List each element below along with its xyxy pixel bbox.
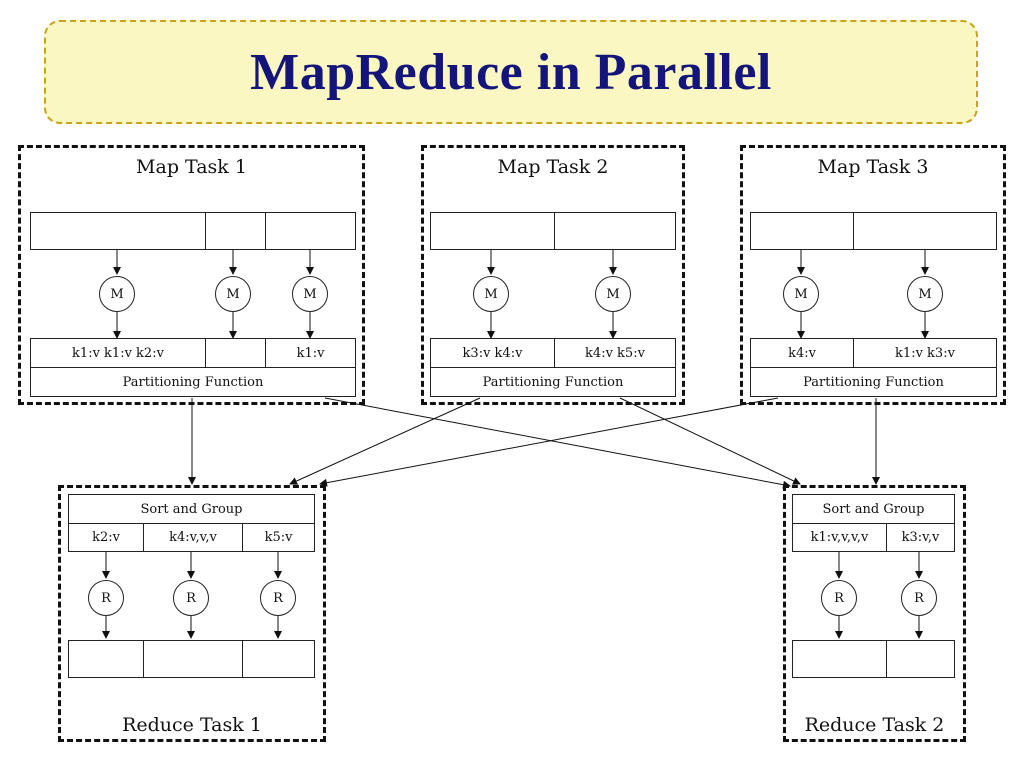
map-task-1: Map Task 1	[18, 145, 365, 405]
map2-output-2: k4:v k5:v	[554, 338, 676, 368]
mapper-node: M	[292, 276, 328, 312]
reduce1-output-2	[143, 640, 243, 678]
mapper-node: M	[783, 276, 819, 312]
map-task-title: Map Task 1	[136, 156, 247, 178]
title-banner: MapReduce in Parallel	[44, 20, 978, 124]
mapper-node: M	[99, 276, 135, 312]
reduce1-output-1	[68, 640, 144, 678]
reduce-task-title: Reduce Task 2	[804, 714, 945, 736]
reducer-node: R	[260, 580, 296, 616]
page-title: MapReduce in Parallel	[250, 43, 772, 101]
map1-input-split-2	[205, 212, 266, 250]
reduce1-group-3: k5:v	[242, 523, 315, 552]
reduce2-output-2	[886, 640, 955, 678]
reduce2-group-1: k1:v,v,v,v	[792, 523, 887, 552]
reduce-task-1: Reduce Task 1	[58, 485, 326, 742]
map-task-title: Map Task 3	[817, 156, 929, 178]
reducer-node: R	[821, 580, 857, 616]
mapper-node: M	[215, 276, 251, 312]
reducer-node: R	[88, 580, 124, 616]
map1-partitioning-function: Partitioning Function	[30, 367, 356, 397]
reduce2-group-2: k3:v,v	[886, 523, 955, 552]
map3-output-2: k1:v k3:v	[853, 338, 997, 368]
reduce-task-title: Reduce Task 1	[122, 714, 262, 736]
map-task-2: Map Task 2	[421, 145, 685, 405]
map-task-3: Map Task 3	[740, 145, 1006, 405]
shuffle-map2-to-reduce1	[289, 397, 481, 485]
reduce1-group-1: k2:v	[68, 523, 144, 552]
mapper-node: M	[473, 276, 509, 312]
map3-partitioning-function: Partitioning Function	[750, 367, 997, 397]
map1-output-2	[205, 338, 266, 368]
map3-input-split-2	[853, 212, 997, 250]
map2-input-split-1	[430, 212, 555, 250]
reduce-task-2: Reduce Task 2	[783, 485, 966, 742]
map1-output-3: k1:v	[265, 338, 356, 368]
mapper-node: M	[907, 276, 943, 312]
reduce2-sort-and-group: Sort and Group	[792, 494, 955, 524]
map2-partitioning-function: Partitioning Function	[430, 367, 676, 397]
map3-input-split-1	[750, 212, 854, 250]
reduce1-sort-and-group: Sort and Group	[68, 494, 315, 524]
reduce1-output-3	[242, 640, 315, 678]
reduce1-group-2: k4:v,v,v	[143, 523, 243, 552]
map1-input-split-3	[265, 212, 356, 250]
map2-output-1: k3:v k4:v	[430, 338, 555, 368]
reducer-node: R	[901, 580, 937, 616]
shuffle-map3-to-reduce1	[319, 397, 779, 487]
map2-input-split-2	[554, 212, 676, 250]
mapper-node: M	[595, 276, 631, 312]
map1-output-1: k1:v k1:v k2:v	[30, 338, 206, 368]
map-task-title: Map Task 2	[497, 156, 609, 178]
shuffle-map2-to-reduce2	[619, 397, 801, 485]
reducer-node: R	[173, 580, 209, 616]
map3-output-1: k4:v	[750, 338, 854, 368]
reduce2-output-1	[792, 640, 887, 678]
map1-input-split-1	[30, 212, 206, 250]
shuffle-map1-to-reduce2	[324, 397, 791, 489]
